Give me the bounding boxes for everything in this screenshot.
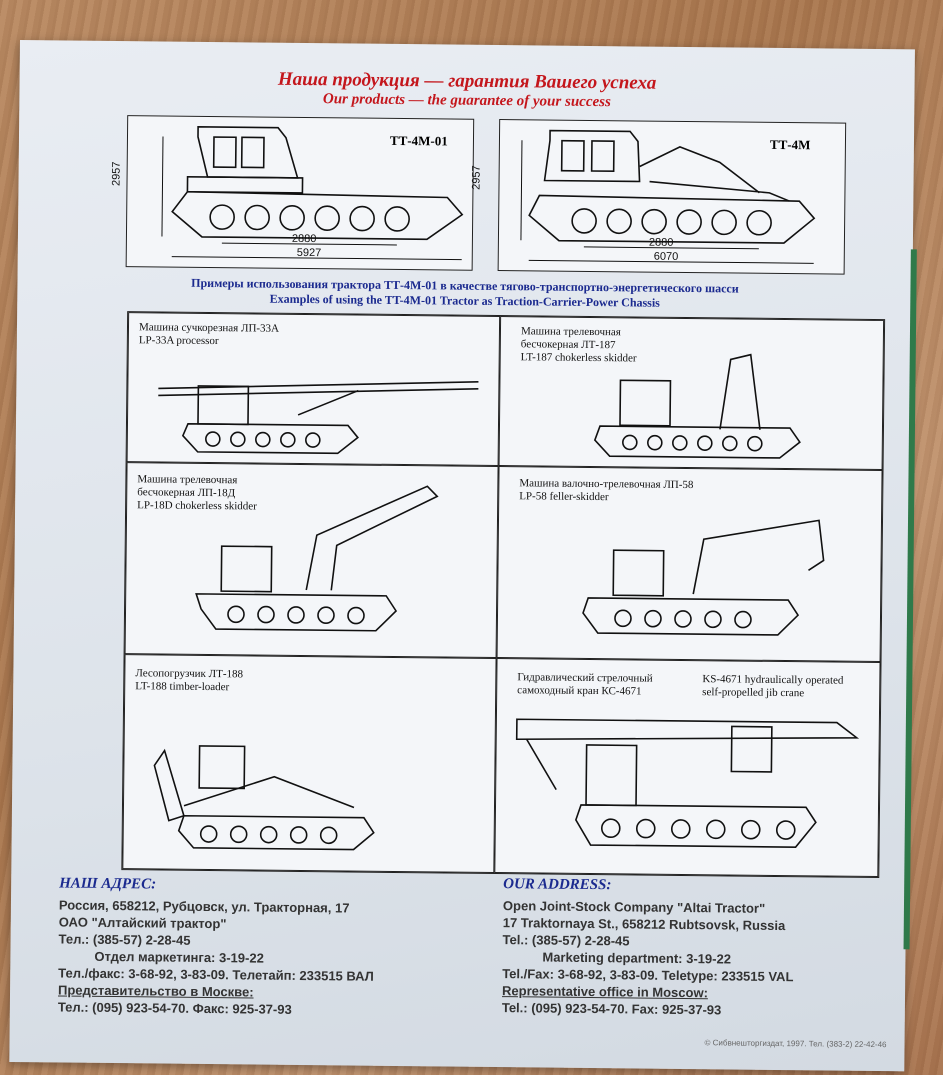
spec-drawing-tt-4m-01: ТТ-4М-01 2957 2880 5927 bbox=[110, 115, 475, 271]
timber-loader-drawing bbox=[153, 745, 375, 851]
dimension-track: 2880 bbox=[292, 233, 317, 245]
machine-cell-lp-18d: Машина трелевочная бесчокерная ЛП-18Д LP… bbox=[124, 462, 499, 659]
spec-drawing-tt-4m: ТТ-4М 2957 2880 6070 bbox=[470, 119, 847, 275]
tractor-side-view-drawing: 2957 2880 6070 bbox=[470, 129, 816, 264]
processor-machine-drawing bbox=[158, 381, 479, 455]
machine-cell-lp-58: Машина валочно-трелевочная ЛП-58 LP-58 f… bbox=[496, 466, 883, 663]
machine-cell-lt-187: Машина трелевочная бесчокерная ЛТ-187 LT… bbox=[498, 316, 885, 471]
feller-skidder-drawing bbox=[582, 519, 825, 636]
machine-cell-lp-33a: Машина сучкорезная ЛП-33А LP-33A process… bbox=[126, 312, 501, 467]
address-block-russian: Россия, 658212, Рубцовск, ул. Тракторная… bbox=[57, 897, 374, 1017]
dimension-length: 5927 bbox=[297, 247, 322, 259]
machine-grid: Машина сучкорезная ЛП-33А LP-33A process… bbox=[121, 311, 886, 879]
dimension-height: 2957 bbox=[470, 165, 482, 190]
address-caption-russian: НАШ АДРЕС: bbox=[59, 875, 157, 893]
jib-crane-drawing bbox=[515, 718, 860, 848]
address-caption-english: OUR ADDRESS: bbox=[503, 876, 612, 894]
copyright-note: © Сибвнешторгиздат, 1997. Тел. (383-2) 2… bbox=[704, 1038, 887, 1050]
dimension-track: 2880 bbox=[649, 237, 674, 249]
machine-cell-lt-188: Лесопогрузчик ЛТ-188 LT-188 timber-loade… bbox=[122, 654, 497, 874]
skidder-drawing bbox=[593, 353, 801, 459]
address-block-english: Open Joint-Stock Company "Altai Tractor"… bbox=[501, 898, 794, 1018]
dimension-height: 2957 bbox=[110, 161, 122, 186]
dimension-length: 6070 bbox=[654, 251, 679, 263]
brochure-page: Наша продукция — гарантия Вашего успеха … bbox=[9, 40, 917, 1072]
tractor-side-view-drawing: 2957 2880 5927 bbox=[110, 126, 464, 261]
machine-cell-ks-4671: Гидравлический стрелочный самоходный кра… bbox=[494, 658, 881, 878]
skidder-drawing bbox=[195, 485, 439, 632]
